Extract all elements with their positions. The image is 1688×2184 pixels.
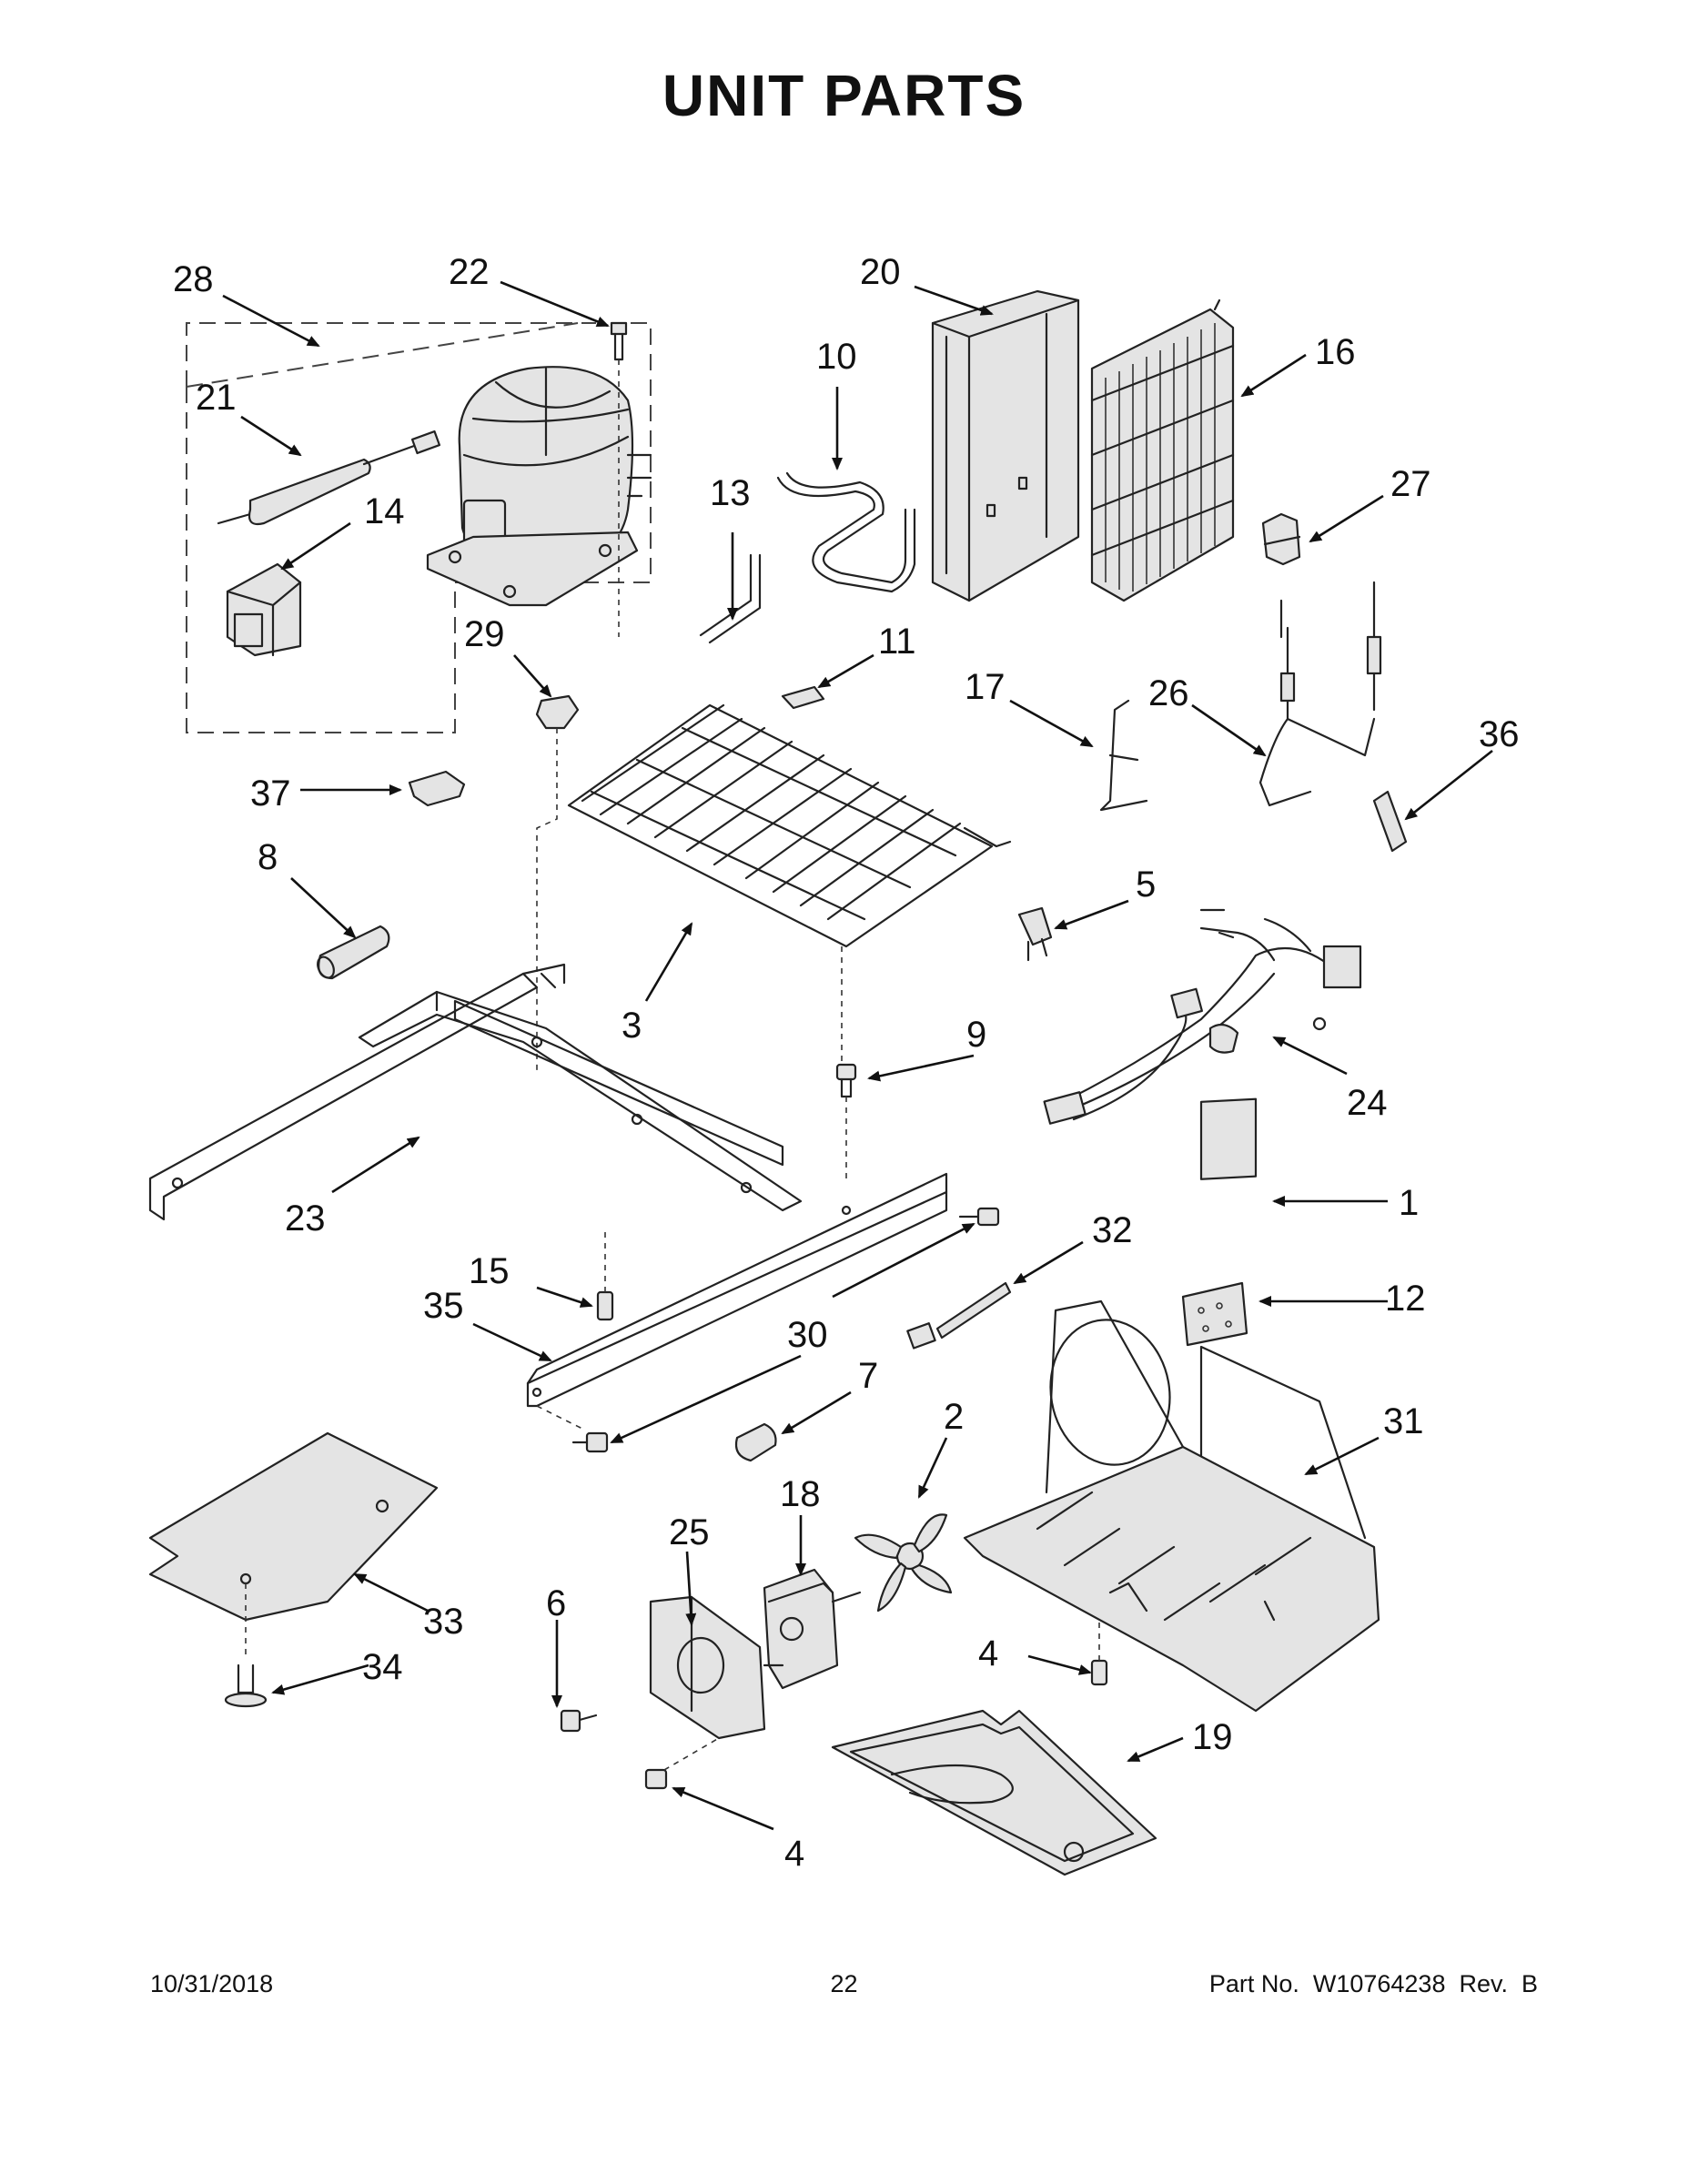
- clip-5: [1017, 906, 1053, 962]
- callout-18: 18: [780, 1474, 821, 1514]
- screw-4b: [644, 1737, 720, 1790]
- bolt-22: [610, 321, 628, 637]
- relay-14: [226, 562, 302, 657]
- screw-4a: [1090, 1620, 1108, 1686]
- callout-13: 13: [710, 473, 751, 513]
- callout-27: 27: [1390, 464, 1431, 504]
- fan-motor-18: [763, 1568, 862, 1690]
- callout-4-upper: 4: [978, 1633, 998, 1673]
- wire-17: [1099, 699, 1148, 812]
- tubing-10: [776, 471, 916, 593]
- callout-28: 28: [173, 259, 214, 299]
- frame-23: [148, 963, 803, 1221]
- tubing-26: [1258, 581, 1382, 807]
- callout-37: 37: [250, 774, 291, 814]
- screw-9: [835, 1063, 857, 1183]
- evaporator-3: [567, 703, 1012, 1074]
- page-title: UNIT PARTS: [662, 63, 1026, 128]
- fan-blade-2: [854, 1513, 953, 1613]
- footer-date: 10/31/2018: [150, 1970, 274, 1997]
- clip-37: [408, 770, 466, 807]
- callout-9: 9: [966, 1015, 986, 1055]
- callout-29: 29: [464, 614, 505, 654]
- callout-7: 7: [858, 1356, 878, 1396]
- callout-6: 6: [546, 1583, 566, 1623]
- callout-26: 26: [1148, 673, 1189, 713]
- screw-6: [560, 1709, 598, 1733]
- callout-8: 8: [258, 837, 278, 877]
- callout-2: 2: [944, 1397, 964, 1437]
- strap-36: [1372, 790, 1408, 853]
- callout-24: 24: [1347, 1083, 1388, 1123]
- callout-32: 32: [1092, 1210, 1133, 1250]
- screw-30a: [958, 1207, 1000, 1227]
- callout-36: 36: [1479, 714, 1520, 754]
- callout-34: 34: [362, 1647, 403, 1687]
- callout-35: 35: [423, 1286, 464, 1326]
- cover-33: [148, 1431, 439, 1656]
- callout-12: 12: [1385, 1279, 1426, 1319]
- callout-16: 16: [1315, 332, 1356, 372]
- callout-11: 11: [878, 622, 916, 662]
- callout-17: 17: [965, 667, 1006, 707]
- clip-11: [781, 685, 825, 710]
- callout-3: 3: [622, 1006, 642, 1046]
- callout-labels: 28 22 20 10 16 21 14 13 27 29 11 17 26 3…: [173, 252, 1520, 1874]
- harness-24: [1043, 908, 1362, 1125]
- grommet-29: [535, 694, 580, 1074]
- callout-25: 25: [669, 1512, 710, 1552]
- callout-23: 23: [285, 1198, 326, 1239]
- callout-19: 19: [1192, 1717, 1233, 1757]
- leveler-34: [224, 1663, 268, 1708]
- callout-33: 33: [423, 1602, 464, 1642]
- callout-30: 30: [787, 1315, 828, 1355]
- callout-5: 5: [1136, 864, 1156, 905]
- bracket-25: [649, 1595, 784, 1740]
- condenser-16: [1090, 298, 1235, 602]
- callout-20: 20: [860, 252, 901, 292]
- tube-13: [699, 553, 762, 644]
- callout-31: 31: [1383, 1401, 1424, 1441]
- screw-30b: [571, 1431, 609, 1453]
- callout-15: 15: [469, 1251, 510, 1291]
- screw-15: [596, 1228, 614, 1321]
- rail-35: [526, 1172, 948, 1430]
- tie-32: [906, 1281, 1012, 1350]
- leader-arrows: [222, 280, 1493, 1831]
- callout-21: 21: [196, 378, 237, 418]
- footer-page-number: 22: [830, 1970, 858, 1997]
- tube-8: [317, 925, 390, 980]
- base-pan-31: [963, 1299, 1380, 1713]
- footer-part-number: Part No. W10764238 Rev. B: [1208, 1970, 1538, 1997]
- callout-4-lower: 4: [784, 1834, 804, 1874]
- callout-22: 22: [449, 252, 490, 292]
- board-12: [1181, 1281, 1248, 1347]
- label-1: [1199, 1097, 1258, 1180]
- drain-pan-19: [831, 1709, 1157, 1876]
- callout-1: 1: [1399, 1183, 1419, 1223]
- compressor: [426, 366, 652, 607]
- clip-27: [1261, 512, 1301, 566]
- shroud-20: [931, 289, 1080, 602]
- callout-14: 14: [364, 491, 405, 531]
- callout-10: 10: [816, 337, 857, 377]
- kit-28-outline: [186, 322, 652, 733]
- drier-21: [217, 430, 441, 526]
- plug-7: [734, 1422, 777, 1462]
